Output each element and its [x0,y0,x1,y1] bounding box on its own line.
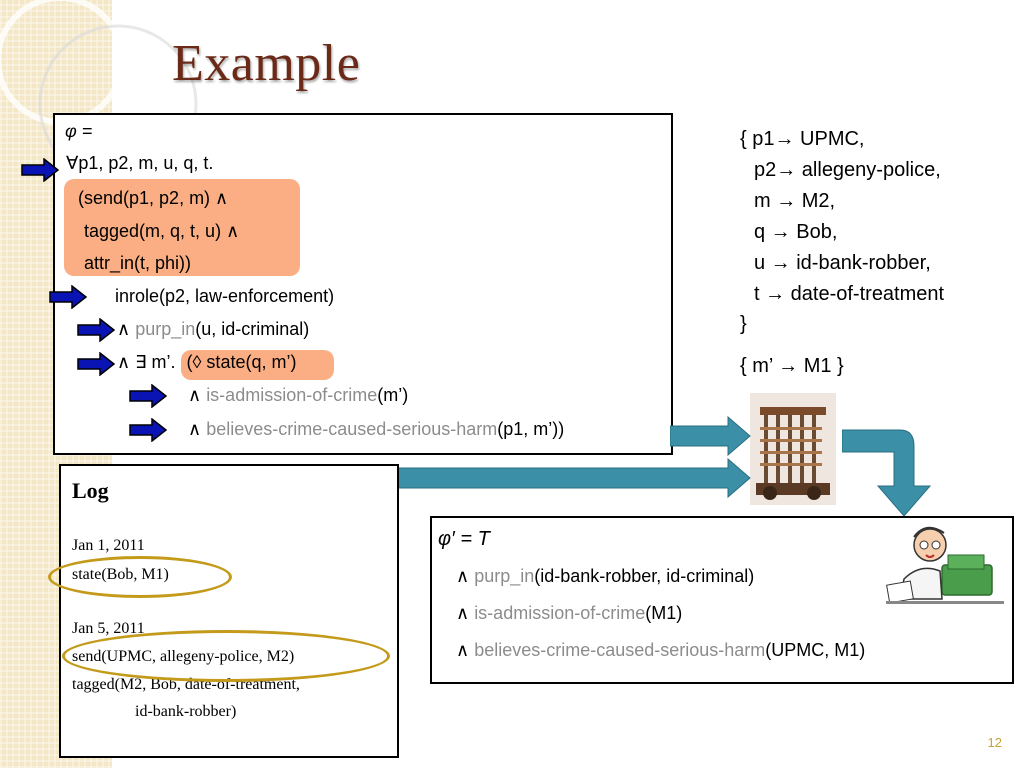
page-number: 12 [987,735,1002,750]
mapping-line-4: q → Bob, [754,221,838,243]
purp-pred: purp_in [135,319,196,339]
arrow-right-icon [49,285,88,309]
adm-and: ∧ [188,385,207,405]
inrole-line: inrole(p2, law-enforcement) [115,286,335,306]
adm-pred: is-admission-of-crime [206,385,378,405]
flow-arrow-icon [670,416,751,456]
slide-title: Example [172,35,361,92]
clerk-image [886,526,1004,604]
arrow-right-icon [129,384,168,408]
believes-line: ∧ believes-crime-caused-serious-harm(p1,… [188,419,564,440]
highlight-state [181,350,334,380]
result-args-1: (id-bank-robber, id-criminal) [534,566,755,586]
result-args-3: (UPMC, M1) [765,640,866,660]
phi-label: φ = [65,121,93,141]
tagged-line: tagged(m, q, t, u) ∧ [84,221,240,241]
bend-arrow-icon [842,429,932,517]
mapping-line-2: p2→ allegeny-police, [754,159,941,181]
purp-args: (u, id-criminal) [195,319,310,339]
result-pred-3: believes-crime-caused-serious-harm [474,640,766,660]
purp-line: ∧ purp_in(u, id-criminal) [117,319,309,340]
log-date-1: Jan 1, 2011 [72,537,145,554]
mapping-line-6: t → date-of-treatment [754,283,945,305]
admission-line: ∧ is-admission-of-crime(m’) [188,385,408,406]
arrow-right-icon [129,418,168,442]
result-and-3: ∧ [456,640,475,660]
log-title: Log [72,478,109,503]
log-highlight-ring [62,630,390,682]
mapping-line-5: u → id-bank-robber, [754,252,931,274]
arrow-right-icon [77,318,116,342]
result-and-2: ∧ [456,603,475,623]
mapping-line-3: m → M2, [754,190,836,212]
purp-and: ∧ [117,319,136,339]
log-date-2: Jan 5, 2011 [72,620,145,637]
result-line-1: ∧ purp_in(id-bank-robber, id-criminal) [456,566,754,587]
arrow-right-icon [77,352,116,376]
log-highlight-ring [48,556,232,598]
mapping-line-1: { p1→ UPMC, [740,128,865,150]
result-and-1: ∧ [456,566,475,586]
log-box [59,464,399,758]
result-pred-1: purp_in [474,566,535,586]
result-line-3: ∧ believes-crime-caused-serious-harm(UPM… [456,640,865,661]
result-line-2: ∧ is-admission-of-crime(M1) [456,603,682,624]
attr-line: attr_in(t, phi)) [84,253,192,273]
bel-pred: believes-crime-caused-serious-harm [206,419,498,439]
mapping-second: { m’ → M1 } [740,355,844,377]
engine-image [750,393,836,505]
bel-and: ∧ [188,419,207,439]
quantifier-line: ∀p1, p2, m, u, q, t. [66,153,214,173]
result-args-2: (M1) [645,603,683,623]
arrow-right-icon [21,158,60,182]
exists-prefix: ∧ ∃ m’. [117,352,181,372]
send-line: (send(p1, p2, m) ∧ [78,188,229,208]
result-pred-2: is-admission-of-crime [474,603,646,623]
log-entry-tagged-cont: id-bank-robber) [135,703,237,720]
flow-arrow-icon [396,458,751,498]
phi-prime-head: φ′ = T [438,528,490,550]
highlight-premise [64,179,300,276]
state-expr: (◊ state(q, m’) [186,352,297,372]
bel-args: (p1, m’)) [497,419,565,439]
exists-line: ∧ ∃ m’. (◊ state(q, m’) [117,352,296,373]
adm-args: (m’) [377,385,409,405]
mapping-line-7: } [740,313,747,335]
